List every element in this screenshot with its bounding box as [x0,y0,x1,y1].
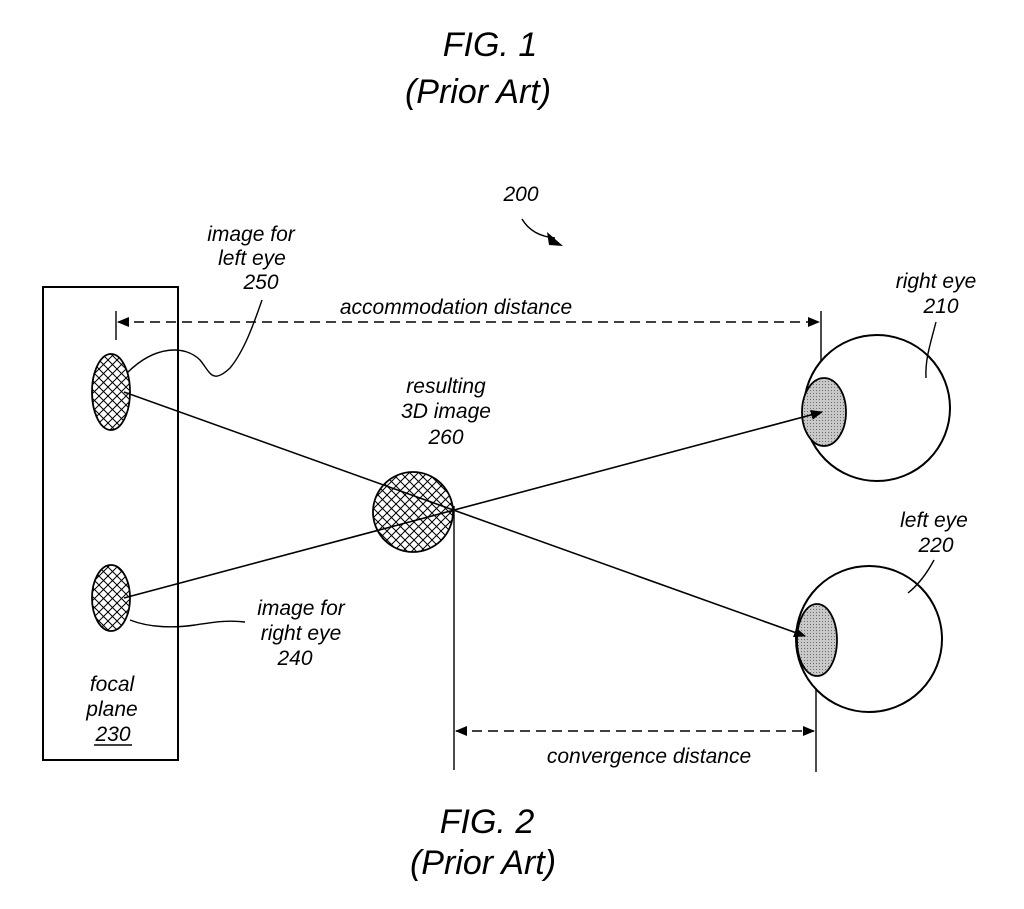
image-for-right-eye [91,564,131,632]
resulting-ref: 260 [427,426,463,449]
right-eye-pupil [801,377,847,447]
right-eye-label: right eye [896,270,977,293]
ref-200-label: 200 [502,183,538,206]
image-for-left-eye [91,353,131,431]
focal-plane-label-line1: focal [90,673,136,696]
right-eye-leader [925,321,937,379]
focal-plane-ref: 230 [94,723,130,746]
focal-plane-label-line2: plane [85,698,137,721]
focal-plane-box [42,286,179,761]
fig1-subtitle: (Prior Art) [405,73,551,111]
right-eye-ref: 210 [922,295,958,318]
image-right-label-line1: image for [257,597,346,620]
image-left-ref: 250 [242,271,278,294]
resulting-label-line1: resulting [406,375,486,398]
image-right-label-line2: right eye [261,622,342,645]
left-eye-pupil [796,603,838,677]
image-left-label-line1: image for [207,223,296,246]
left-eye-ref: 220 [917,534,953,557]
resulting-label-line2: 3D image [401,400,491,423]
accommodation-distance-label: accommodation distance [340,296,572,319]
image-left-label-line2: left eye [218,247,286,270]
left-eye-label: left eye [900,509,968,532]
resulting-3d-image [372,471,454,553]
image-right-leader [129,619,246,628]
left-eye-leader [907,559,935,594]
fig2-subtitle: (Prior Art) [410,844,556,882]
ray-right-image-to-right-eye [123,410,823,599]
left-eye-circle [795,565,943,713]
ray-left-image-to-left-eye [123,391,806,637]
fig2-title: FIG. 2 [440,803,535,841]
image-left-leader [126,299,263,377]
ref-200-arrowhead [547,232,563,246]
fig1-title: FIG. 1 [443,26,537,64]
image-right-ref: 240 [276,647,312,670]
convergence-distance-label: convergence distance [547,745,751,768]
